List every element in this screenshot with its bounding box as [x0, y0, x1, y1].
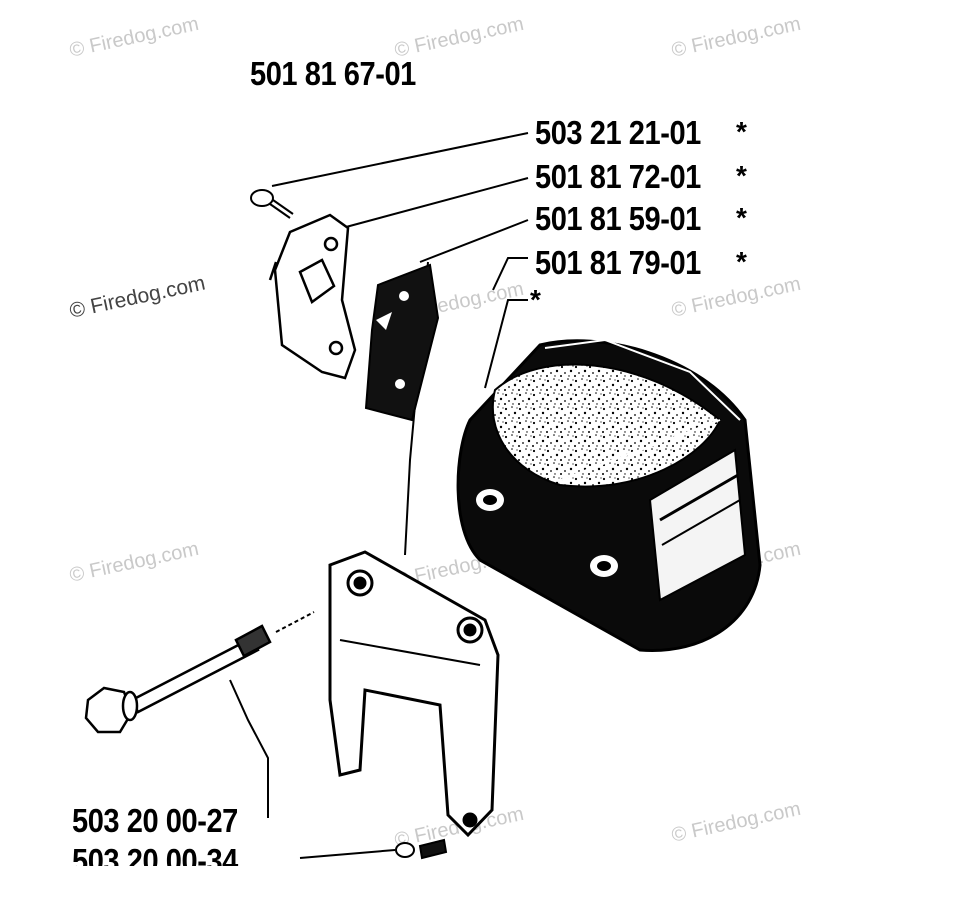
part-number-gasket: 501 81 59-01 — [535, 200, 701, 237]
screw-part — [250, 189, 294, 219]
replacement-mark: * — [736, 116, 747, 147]
bolt-part — [84, 611, 315, 734]
leader-lower — [299, 849, 396, 859]
part-number-bracket: 501 81 72-01 — [535, 158, 701, 195]
replacement-mark: * — [736, 160, 747, 191]
replacement-mark: * — [736, 246, 747, 277]
deflector-bracket-part — [268, 213, 357, 380]
mounting-plate-part — [328, 550, 500, 838]
part-number-spark-arrestor: 501 81 79-01 — [535, 244, 701, 281]
gasket-part — [364, 263, 440, 422]
leader-bolt — [229, 679, 269, 818]
leader-screw — [271, 132, 529, 187]
muffler-part — [456, 338, 762, 652]
bottom-screw-part — [395, 838, 448, 860]
leader-filter — [484, 299, 528, 389]
leader-bracket — [345, 177, 529, 228]
part-number-screw: 503 21 21-01 — [535, 114, 701, 151]
part-number-lower-screw: 503 20 00-34 — [72, 846, 238, 866]
replacement-mark: * — [736, 202, 747, 233]
cut-off-label: 503 20 00-34 — [66, 846, 266, 866]
part-number-bolt: 503 20 00-27 — [72, 802, 238, 839]
filter-replacement-mark: * — [530, 284, 541, 315]
leader-gasket — [419, 219, 529, 263]
leader-spark-arrestor — [492, 257, 528, 291]
part-number-assembly: 501 81 67-01 — [250, 55, 416, 92]
